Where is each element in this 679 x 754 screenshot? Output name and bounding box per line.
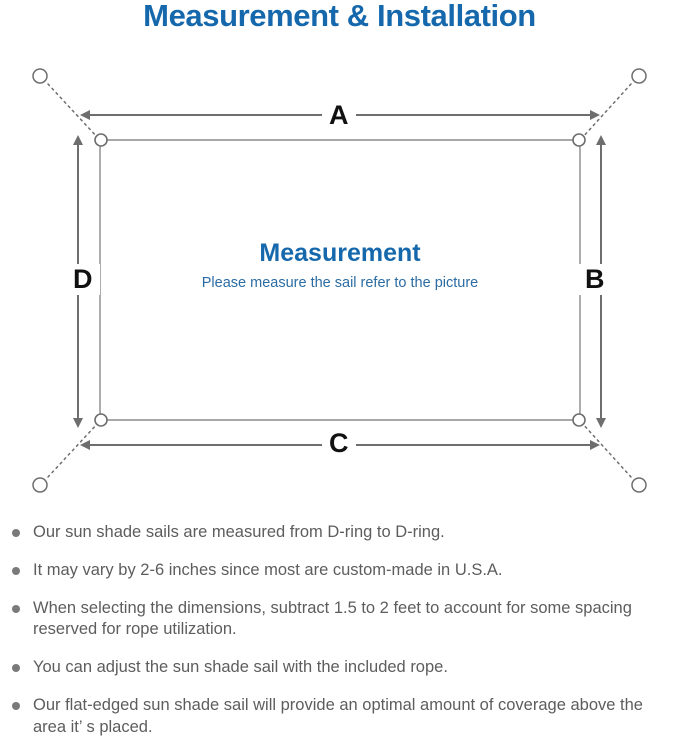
rope-line-bottom-left: [47, 422, 99, 478]
list-item-text: It may vary by 2-6 inches since most are…: [33, 560, 503, 579]
bullet-icon: [12, 604, 20, 613]
anchor-point-bottom-right: [631, 477, 647, 493]
rope-line-top-right: [581, 83, 632, 139]
d-ring-bottom-right: [572, 413, 586, 427]
sail-rectangle: [99, 139, 581, 421]
anchor-point-top-left: [32, 68, 48, 84]
rope-line-top-left: [47, 83, 99, 139]
list-item-text: Our flat-edged sun shade sail will provi…: [33, 695, 643, 736]
notes-list: Our sun shade sails are measured from D-…: [0, 522, 679, 754]
bullet-icon: [12, 529, 20, 537]
list-item: Our sun shade sails are measured from D-…: [0, 522, 679, 544]
d-ring-top-left: [94, 133, 108, 147]
dimension-label-c: C: [322, 428, 356, 459]
anchor-point-top-right: [631, 68, 647, 84]
page-title: Measurement & Installation: [143, 0, 536, 33]
list-item: Our flat-edged sun shade sail will provi…: [0, 695, 679, 739]
dimension-label-a: A: [322, 100, 356, 131]
dimension-label-b: B: [578, 264, 612, 295]
d-ring-top-right: [572, 133, 586, 147]
diagram-canvas: [32, 68, 647, 493]
bullet-icon: [12, 664, 20, 673]
anchor-point-bottom-left: [32, 477, 48, 493]
dimension-label-d: D: [66, 264, 100, 295]
list-item-text: When selecting the dimensions, subtract …: [33, 598, 632, 639]
measurement-diagram: Measurement Please measure the sail refe…: [0, 45, 679, 515]
list-item-text: You can adjust the sun shade sail with t…: [33, 658, 448, 677]
list-item: It may vary by 2-6 inches since most are…: [0, 560, 679, 582]
bullet-icon: [12, 701, 20, 710]
d-ring-bottom-left: [94, 413, 108, 427]
rope-line-bottom-right: [581, 422, 632, 478]
list-item: You can adjust the sun shade sail with t…: [0, 657, 679, 679]
list-item: When selecting the dimensions, subtract …: [0, 598, 679, 642]
list-item-text: Our sun shade sails are measured from D-…: [33, 523, 445, 541]
bullet-icon: [12, 566, 20, 575]
